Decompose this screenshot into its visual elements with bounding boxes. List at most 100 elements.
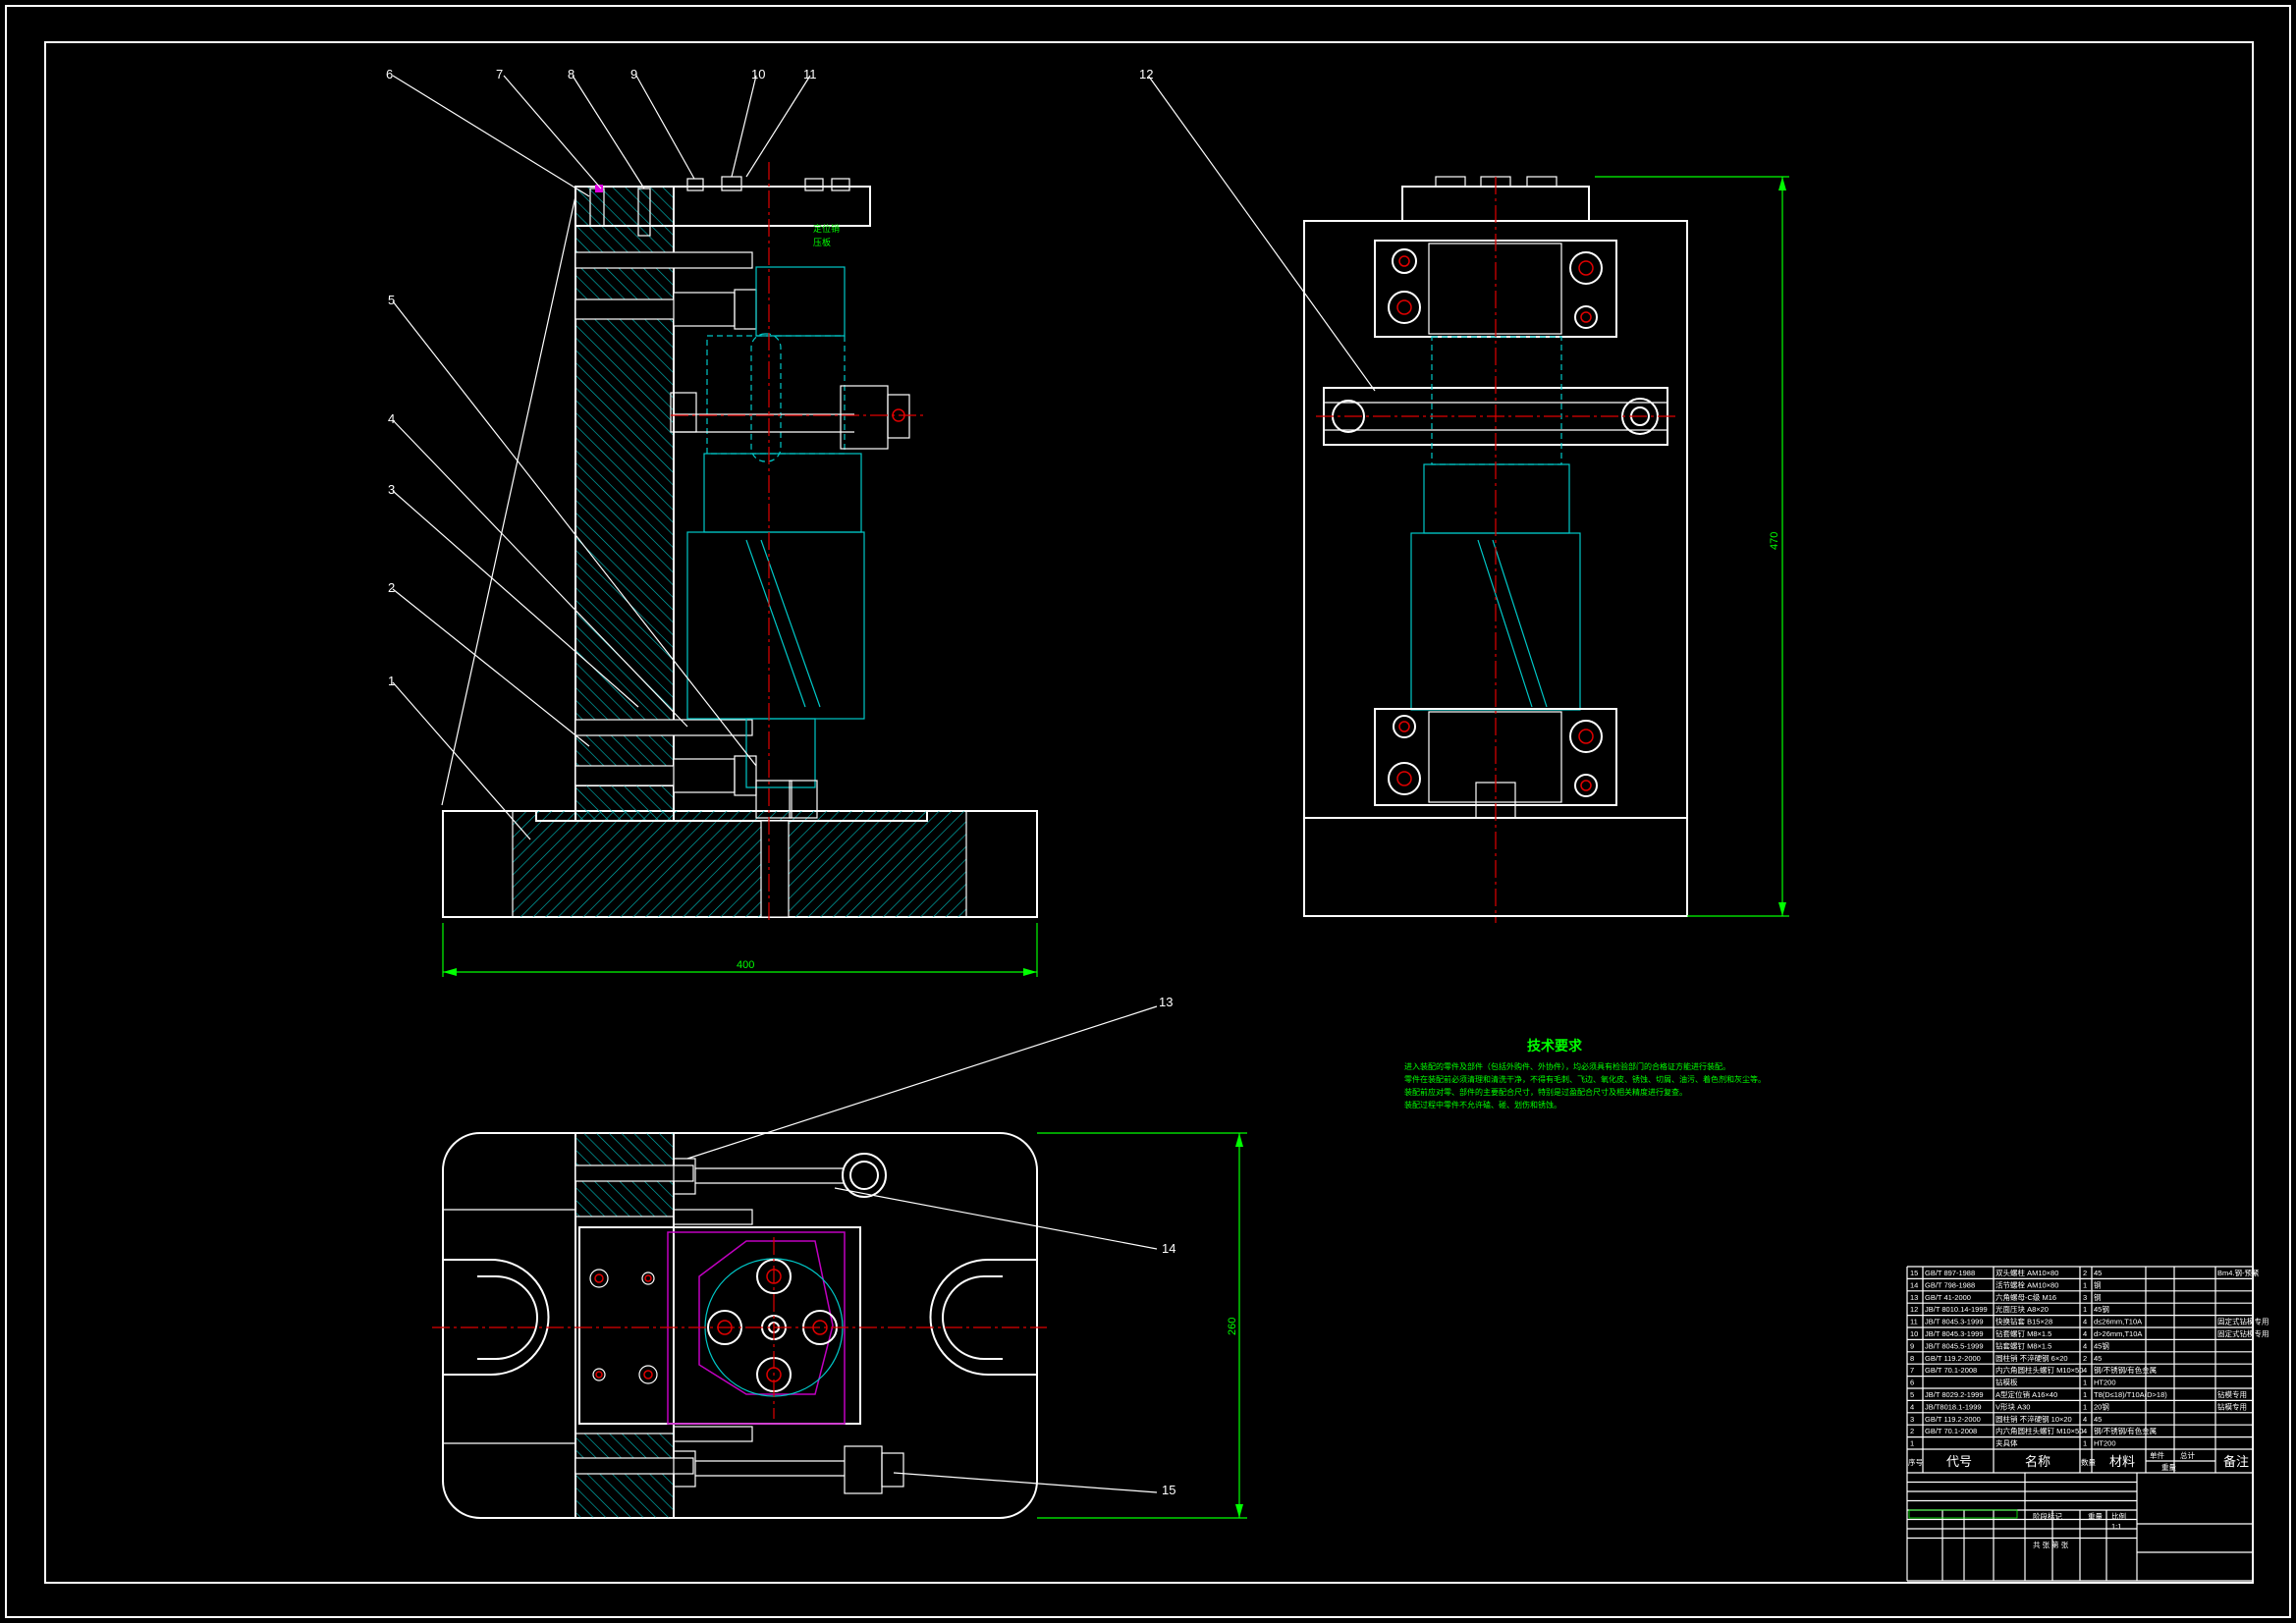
bom-mat: 钢 xyxy=(2094,1279,2102,1289)
bom-no: 11 xyxy=(1910,1318,1918,1326)
bom-header-weight: 重量 xyxy=(2161,1463,2177,1472)
bom-name: 钻套螺钉 M8×1.5 xyxy=(1995,1328,2051,1338)
tech-req-line-4: 装配过程中零件不允许磕、碰、划伤和锈蚀。 xyxy=(1404,1100,1561,1109)
bom-qty: 1 xyxy=(2083,1402,2087,1411)
bom-code: GB/T 119.2-2000 xyxy=(1925,1354,1981,1363)
bom-qty: 2 xyxy=(2083,1354,2087,1363)
inner-border xyxy=(44,41,2254,1584)
bom-mat: 45 xyxy=(2094,1354,2102,1363)
front-height-dim: 470 xyxy=(1769,532,1780,550)
tech-req-title: 技术要求 xyxy=(1527,1038,1583,1054)
bom-name: 钻套螺钉 M8×1.5 xyxy=(1995,1340,2051,1350)
part-label-14: 14 xyxy=(1162,1241,1175,1256)
title-scale: 比例 xyxy=(2111,1511,2126,1521)
bom-header-mat: 材料 xyxy=(2109,1454,2135,1469)
tech-req-line-1: 进入装配的零件及部件（包括外购件、外协件），均必须具有检验部门的合格证方能进行装… xyxy=(1404,1061,1730,1071)
part-label-5: 5 xyxy=(388,293,395,307)
bom-name: V形块 A30 xyxy=(1995,1401,2030,1411)
note-locating-pin: 定位销 xyxy=(813,223,840,234)
revision-row xyxy=(1908,1509,2018,1519)
bom-qty: 4 xyxy=(2083,1366,2087,1375)
side-view: 470 xyxy=(1148,76,1789,923)
bom-mat: HT200 xyxy=(2094,1379,2116,1387)
bom-qty: 4 xyxy=(2083,1415,2087,1424)
part-label-7: 7 xyxy=(496,67,503,81)
bom-mat: T8(D≤18)/T10A(D>18) xyxy=(2094,1390,2167,1399)
title-scale-value: 1:1 xyxy=(2111,1522,2121,1531)
bom-no: 4 xyxy=(1910,1402,1914,1411)
part-label-15: 15 xyxy=(1162,1483,1175,1497)
bom-name: 活节螺栓 AM10×80 xyxy=(1995,1279,2058,1289)
bom-qty: 1 xyxy=(2083,1305,2087,1314)
bom-note: 钻模专用 xyxy=(2217,1389,2247,1399)
bom-header-no: 序号 xyxy=(1908,1457,1923,1467)
bom-qty: 4 xyxy=(2083,1341,2087,1350)
bom-mat: d≤26mm,T10A xyxy=(2094,1318,2142,1326)
bom-no: 9 xyxy=(1910,1341,1914,1350)
bom-mat: 45 xyxy=(2094,1415,2102,1424)
bom-mat: 45钢 xyxy=(2094,1340,2109,1350)
bom-name: 钻模板 xyxy=(1995,1378,2018,1387)
bom-header-qty: 数量 xyxy=(2081,1457,2097,1467)
bom-no: 7 xyxy=(1910,1366,1914,1375)
bom-no: 14 xyxy=(1910,1280,1918,1289)
bom-name: 六角螺母-C级 M16 xyxy=(1995,1292,2056,1302)
bom-qty: 1 xyxy=(2083,1439,2087,1448)
bom-qty: 2 xyxy=(2083,1269,2087,1277)
bom-code: JB/T 8045.3-1999 xyxy=(1925,1329,1984,1338)
bom-name: 快换钻套 B15×28 xyxy=(1995,1317,2052,1326)
bom-code: GB/T 119.2-2000 xyxy=(1925,1415,1981,1424)
bom-qty: 4 xyxy=(2083,1318,2087,1326)
part-label-3: 3 xyxy=(388,482,395,497)
vertical-column xyxy=(574,186,675,822)
bom-header-note: 备注 xyxy=(2223,1454,2249,1469)
bom-qty: 1 xyxy=(2083,1379,2087,1387)
bom-no: 3 xyxy=(1910,1415,1914,1424)
bom-no: 1 xyxy=(1910,1439,1914,1448)
drill-plate xyxy=(574,186,871,227)
part-label-4: 4 xyxy=(388,411,395,426)
title-sheet: 共 张 第 张 xyxy=(2033,1540,2069,1549)
part-label-9: 9 xyxy=(630,67,637,81)
part-label-8: 8 xyxy=(568,67,574,81)
bom-header-total: 总计 xyxy=(2180,1450,2196,1460)
bom-mat: 钢/不锈钢/有色金属 xyxy=(2094,1426,2157,1435)
title-weight: 重量 xyxy=(2088,1512,2104,1521)
base-width-dim: 400 xyxy=(737,959,754,971)
bom-mat: 45钢 xyxy=(2094,1304,2109,1314)
bom-name: 圆柱销 不淬硬钢 6×20 xyxy=(1995,1353,2068,1363)
bom-name: A型定位销 A16×40 xyxy=(1995,1389,2057,1399)
bom-no: 15 xyxy=(1910,1269,1918,1277)
bom-code: GB/T 897-1988 xyxy=(1925,1269,1975,1277)
tech-req-line-3: 装配前应对零、部件的主要配合尺寸，特别是过盈配合尺寸及相关精度进行复查。 xyxy=(1404,1087,1687,1097)
outer-border xyxy=(5,5,2291,1618)
bom-no: 8 xyxy=(1910,1354,1914,1363)
tech-req-line-2: 零件在装配前必须清理和清洗干净，不得有毛刺、飞边、氧化皮、锈蚀、切屑、油污、着色… xyxy=(1404,1074,1766,1084)
bom-code: GB/T 798-1988 xyxy=(1925,1280,1975,1289)
bom-no: 6 xyxy=(1910,1379,1914,1387)
bom-code: JB/T8018.1-1999 xyxy=(1925,1402,1982,1411)
bom-mat: HT200 xyxy=(2094,1439,2116,1448)
bom-note: 钻模专用 xyxy=(2217,1401,2247,1411)
bom-mat: d>26mm,T10A xyxy=(2094,1329,2142,1338)
bom-no: 12 xyxy=(1910,1305,1918,1314)
bom-name: 双头螺柱 AM10×80 xyxy=(1995,1268,2058,1277)
bom-note: Bm4.钢-预紧 xyxy=(2217,1268,2260,1277)
bom-note: 固定式钻模专用 xyxy=(2217,1328,2269,1338)
bom-name: 圆柱销 不淬硬钢 10×20 xyxy=(1995,1414,2072,1424)
bom-qty: 3 xyxy=(2083,1293,2087,1302)
bom-header-code: 代号 xyxy=(1946,1454,1972,1469)
bom-name: 光面压块 A8×20 xyxy=(1995,1304,2049,1314)
tech-requirements: 技术要求 进入装配的零件及部件（包括外购件、外协件），均必须具有检验部门的合格证… xyxy=(1404,1038,1766,1109)
front-section-view: 400 定位销 压板 xyxy=(392,75,1038,977)
bom-code: GB/T 70.1-2008 xyxy=(1925,1366,1977,1375)
bom-name: 内六角圆柱头螺钉 M10×50 xyxy=(1995,1426,2083,1435)
bom-mat: 钢 xyxy=(2094,1292,2102,1302)
bom-mat: 20钢 xyxy=(2094,1401,2109,1411)
bom-name: 夹具体 xyxy=(1995,1438,2018,1448)
bom-header-name: 名称 xyxy=(2025,1454,2050,1469)
bom-no: 10 xyxy=(1910,1329,1918,1338)
bom-mat: 钢/不锈钢/有色金属 xyxy=(2094,1365,2157,1375)
top-height-dim: 260 xyxy=(1227,1318,1238,1335)
